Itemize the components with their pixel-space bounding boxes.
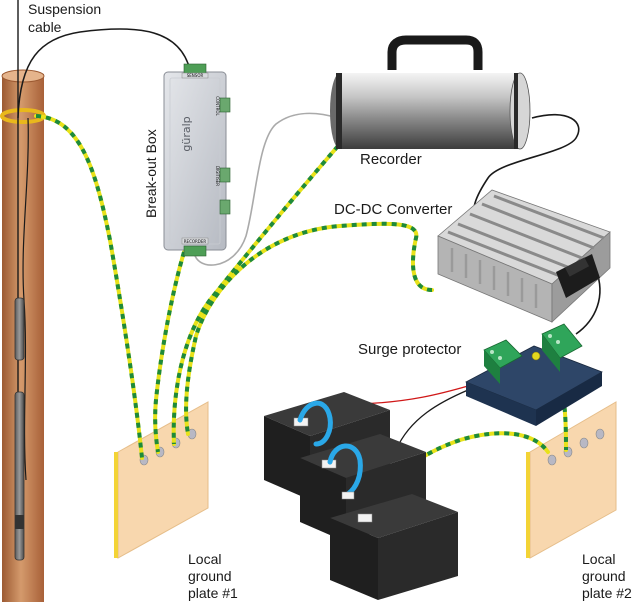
label-breakout-box: Break-out Box xyxy=(143,129,159,218)
label-dcdc-converter: DC-DC Converter xyxy=(334,201,452,218)
battery-icon xyxy=(264,392,458,600)
sensor-to-breakout-cable xyxy=(17,28,191,119)
breakout-port-digitiser: DIGITISER xyxy=(215,166,220,186)
label-ground-plate-1-2: ground xyxy=(188,568,232,584)
break-out-box-icon: SENSOR CONTROL DIGITISER RECORDER güralp xyxy=(163,63,231,257)
borehole-sensor-icon xyxy=(14,297,25,561)
label-ground-plate-2-2: ground xyxy=(582,568,626,584)
breakout-port-control: CONTROL xyxy=(215,96,220,116)
breakout-to-recorder-cable xyxy=(193,112,339,266)
label-ground-plate-2: Local xyxy=(582,551,615,567)
label-ground-plate-1: Local xyxy=(188,551,221,567)
label-suspension-cable: Suspension xyxy=(28,1,101,17)
label-ground-plate-2-3: plate #2 xyxy=(582,585,632,601)
negative-cable xyxy=(395,389,469,451)
surge-protector-icon xyxy=(465,323,603,426)
dc-dc-converter-icon xyxy=(437,189,611,323)
ground-wire-recorder xyxy=(171,144,340,446)
ground-wire-breakout xyxy=(153,250,186,454)
guralp-logo: güralp xyxy=(180,116,193,151)
recorder-to-converter-cable xyxy=(472,113,580,223)
ground-plate-2 xyxy=(526,401,617,559)
ground-plate-1 xyxy=(114,401,209,559)
label-surge-protector: Surge protector xyxy=(358,341,461,358)
breakout-port-sensor: SENSOR xyxy=(187,73,204,78)
breakout-port-recorder: RECORDER xyxy=(184,239,207,244)
recorder-icon xyxy=(330,35,531,150)
label-ground-plate-1-3: plate #1 xyxy=(188,585,238,601)
ground-wire-clamp xyxy=(34,114,144,460)
label-suspension-cable-2: cable xyxy=(28,19,62,35)
ground-wire-converter xyxy=(184,221,434,436)
label-recorder: Recorder xyxy=(360,151,422,168)
